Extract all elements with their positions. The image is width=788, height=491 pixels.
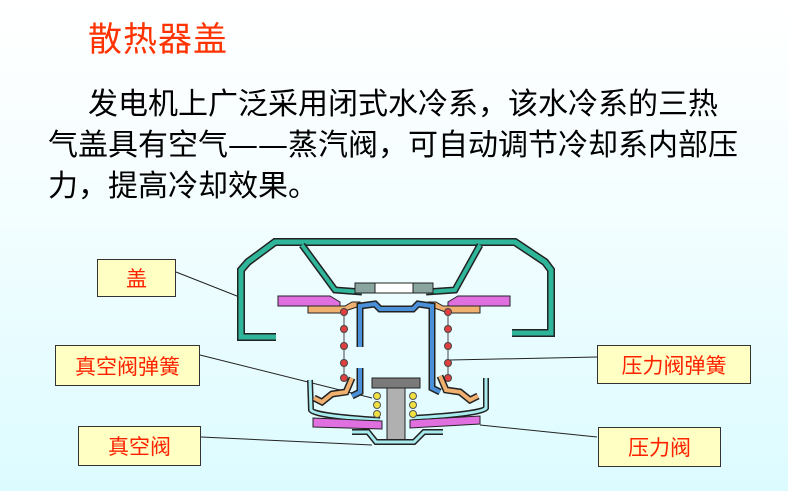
valve-stem (386, 387, 406, 441)
leader-pressure-valve (479, 424, 598, 438)
label-pressure-valve: 压力阀 (598, 427, 721, 467)
label-vacuum-spring: 真空阀弹簧 (55, 345, 200, 386)
valve-body (307, 374, 489, 423)
cap-shell (237, 238, 555, 341)
slide-title: 散热器盖 (88, 20, 228, 60)
pressure-spring (340, 308, 452, 382)
body-paragraph: 发电机上广泛采用闭式水冷系，该水冷系的三热气盖具有空气——蒸汽阀，可自动调节冷却… (48, 87, 738, 204)
leader-cap (175, 271, 243, 299)
label-cap: 盖 (97, 259, 176, 297)
leader-vacuum-valve (200, 436, 373, 446)
vacuum-spring (373, 392, 417, 418)
valve-stem-head (371, 377, 421, 389)
label-vacuum-valve: 真空阀 (78, 426, 201, 466)
leader-pressure-spring (449, 356, 598, 361)
pressure-gasket (277, 295, 341, 307)
valve-tube (350, 300, 442, 400)
label-pressure-spring: 压力阀弹簧 (597, 345, 751, 384)
vacuum-gasket (312, 417, 383, 430)
